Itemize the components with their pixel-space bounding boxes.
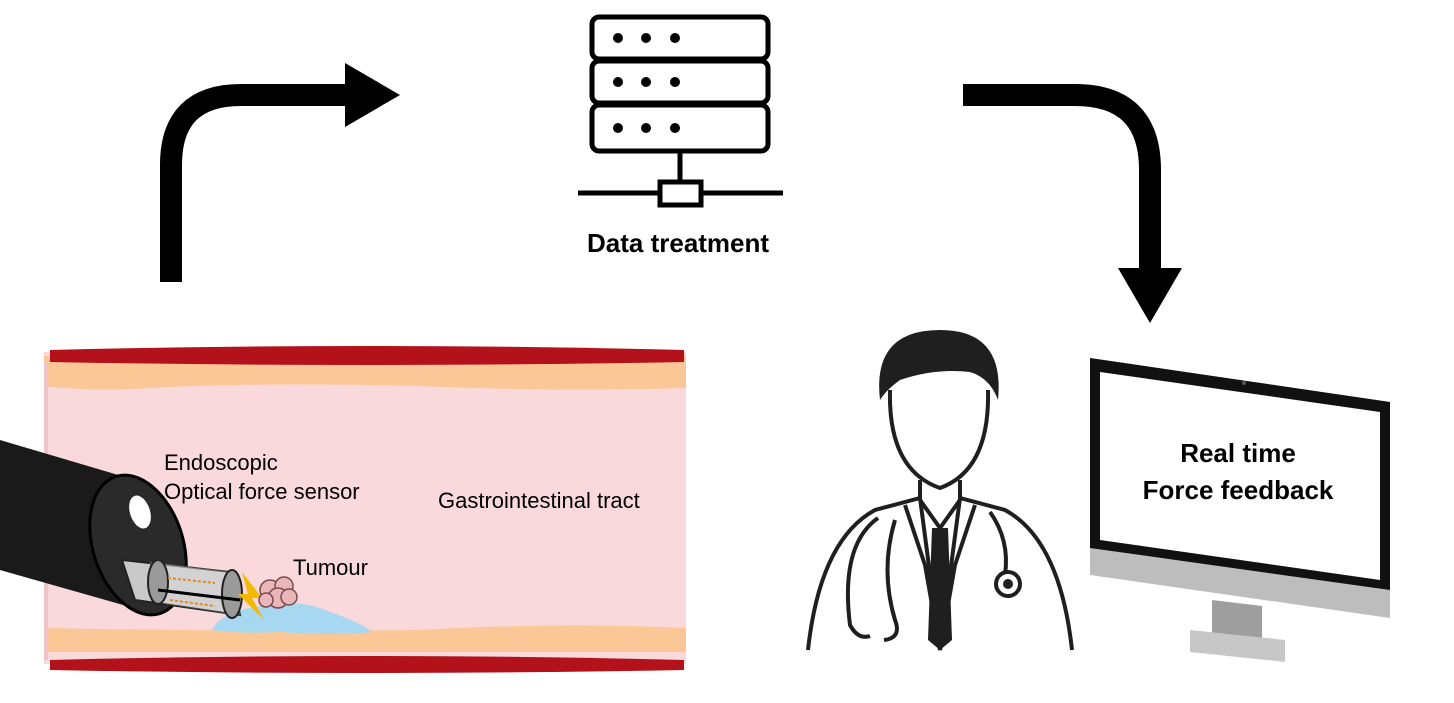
monitor-line2-label: Force feedback	[1142, 475, 1334, 505]
data-treatment-label: Data treatment	[587, 228, 770, 258]
arrow-to-data-treatment	[160, 63, 400, 282]
endoscope-icon	[0, 440, 264, 620]
endoscopic-label: Endoscopic	[164, 450, 278, 475]
tumour-icon	[258, 576, 298, 609]
monitor-line1-label: Real time	[1180, 438, 1296, 468]
doctor-icon	[806, 330, 1074, 651]
monitor-icon	[1090, 358, 1390, 662]
tumour-label: Tumour	[293, 555, 368, 580]
gi-tract-label: Gastrointestinal tract	[438, 488, 640, 513]
server-icon	[578, 14, 783, 208]
arrow-to-doctor	[963, 84, 1182, 323]
optical-force-sensor-label: Optical force sensor	[164, 479, 360, 504]
fluid-puddle	[212, 603, 372, 634]
